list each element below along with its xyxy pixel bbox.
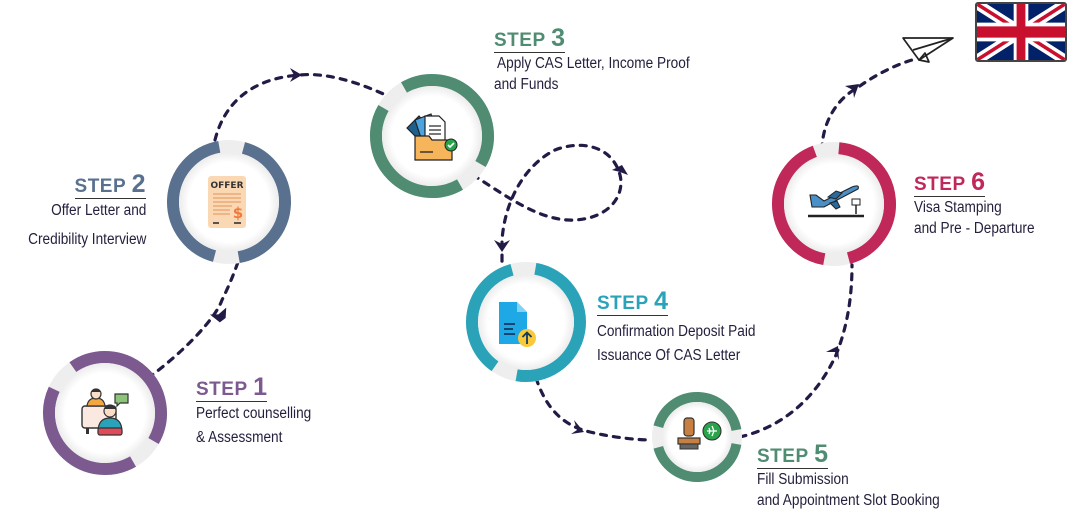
ring-arc [237,142,291,264]
step-3-line-1: Apply CAS Letter, Income Proof [494,55,690,72]
connector-5-6 [738,263,854,439]
step-rings [43,74,896,482]
step-2-line-1: Offer Letter and [50,202,146,219]
step-5-ring [652,392,742,482]
ring-arc [838,142,896,264]
step-2-ring [167,140,291,264]
step-4-title: STEP 4 [597,287,669,316]
step-5-title: STEP 5 [757,440,829,469]
step-2-line-2: Credibility Interview [27,231,146,248]
ring-arc [653,392,742,432]
arrowhead-icon [826,346,839,360]
step-5-label: STEP 5 Fill Submission and Appointment S… [757,440,965,511]
ring-arc [167,140,221,262]
step-6-line-2: and Pre - Departure [914,220,1035,237]
visa-stamp-icon [677,417,722,450]
connector-paths [146,58,914,442]
step-3-ring [370,74,494,198]
arrowhead-icon [290,68,302,82]
step-5-line-1: Fill Submission [757,471,849,488]
ring-arc [401,74,494,167]
ring-arc [370,105,463,198]
arrowhead-icon [209,307,227,323]
document-upload-icon [499,302,536,347]
ring-arc [653,442,742,482]
step-5-line-2: and Appointment Slot Booking [757,492,940,509]
ring-arc [772,145,826,266]
step-3-line-2: and Funds [494,76,559,93]
step-3-title: STEP 3 [494,24,566,53]
arrowhead-icon [494,240,510,252]
connector-2-3 [213,72,394,142]
arrowhead-icon [571,420,584,434]
step-4-line-1: Confirmation Deposit Paid [597,323,756,340]
svg-text:$: $ [233,204,243,222]
step-1-line-2: & Assessment [196,429,283,446]
ring-inner [662,402,732,472]
step-6-line-1: Visa Stamping [914,199,1002,216]
arrowhead-icon [612,165,628,175]
step-2-label: STEP 2 Offer Letter and Credibility Inte… [12,170,146,252]
uk-flag-icon [975,2,1067,62]
step-1-label: STEP 1 Perfect counselling & Assessment [196,373,327,450]
arrowhead-icon [845,84,859,98]
step-4-label: STEP 4 Confirmation Deposit Paid Issuanc… [597,287,777,368]
ring-arc [43,386,136,475]
folder-documents-icon [406,113,458,161]
step-2-title: STEP 2 [74,170,146,199]
connector-4-5 [534,376,654,442]
offer-letter-icon: OFFER $ [208,176,246,228]
airplane-takeoff-icon [808,185,864,218]
ring-arc [466,264,514,372]
connector-1-2 [146,260,240,380]
step-4-line-2: Issuance Of CAS Letter [597,347,741,364]
connector-arrowheads [209,68,859,434]
ring-arc [69,351,167,444]
connector-6-plane [820,58,914,152]
step-3-label: STEP 3 Apply CAS Letter, Income Proof an… [494,24,716,95]
step-6-label: STEP 6 Visa Stamping and Pre - Departure [914,168,1051,239]
counselling-icon [81,388,129,436]
step-1-line-1: Perfect counselling [196,405,312,422]
connector-3-4 [471,143,623,264]
step-6-title: STEP 6 [914,168,986,197]
paper-plane-icon [902,37,954,63]
step-1-title: STEP 1 [196,373,268,402]
ring-arc [515,262,586,382]
svg-text:OFFER: OFFER [210,181,243,191]
